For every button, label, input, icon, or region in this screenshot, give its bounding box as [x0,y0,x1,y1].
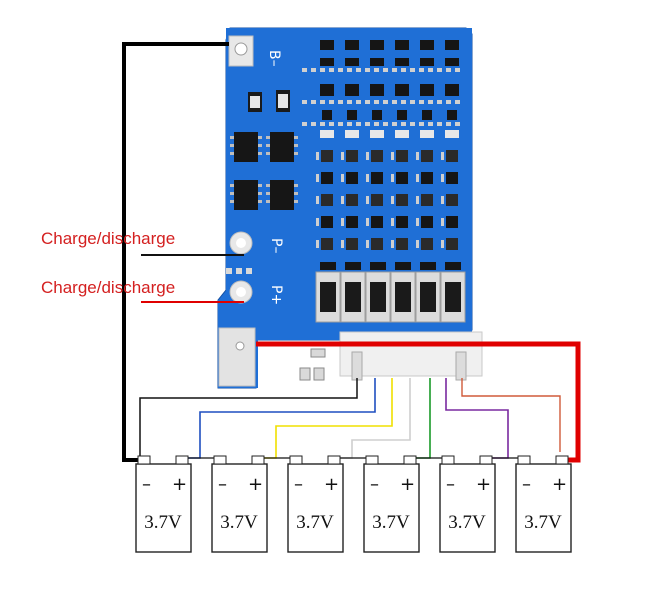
cell-voltage-label: 3.7V [296,512,334,533]
cell-voltage-label: 3.7V [144,512,182,533]
wire-balance-orange [461,378,561,452]
cell-voltage-label: 3.7V [448,512,486,533]
charge-discharge-label-negative: Charge/discharge [41,229,175,248]
battery-cell: –+3.7V [211,455,268,553]
battery-cell: –+3.7V [439,455,496,553]
cell-minus-sign: – [370,474,379,495]
wire-balance-yellow [262,378,393,459]
battery-cell: –+3.7V [363,455,420,553]
wire-balance-blue [185,378,376,459]
cell-plus-sign: + [324,474,339,495]
cell-plus-sign: + [476,474,491,495]
mosfet-chips [234,132,294,210]
cell-minus-sign: – [522,474,531,495]
cell-minus-sign: – [294,474,303,495]
cell-plus-sign: + [552,474,567,495]
wire-balance-green [414,378,431,459]
wires [122,42,581,463]
cell-plus-sign: + [400,474,415,495]
wire-balance-black [139,378,358,460]
shunt-resistors [315,271,466,323]
cell-plus-sign: + [172,474,187,495]
cell-minus-sign: – [142,474,151,495]
wire-balance-purple [445,378,509,459]
cell-voltage-label: 3.7V [220,512,258,533]
wire-balance-white [338,378,411,459]
p-plus-label: P+ [268,285,284,305]
battery-cell: –+3.7V [287,455,344,553]
bms-board: B– P– P+ B+ T [217,27,483,389]
charge-discharge-label-positive: Charge/discharge [41,278,175,297]
b-plus-label: B+ [260,348,276,369]
battery-cell: –+3.7V [135,455,192,553]
battery-cells: –+3.7V–+3.7V–+3.7V–+3.7V–+3.7V–+3.7V [135,455,572,553]
component-grid [302,40,461,270]
wire-b-plus-main [256,341,581,463]
cell-voltage-label: 3.7V [372,512,410,533]
p-minus-label: P– [268,238,284,253]
b-plus-pad [218,327,256,387]
b-minus-label: B– [266,50,282,67]
wire-b-minus-main [122,42,229,462]
cell-voltage-label: 3.7V [524,512,562,533]
battery-cell: –+3.7V [515,455,572,553]
cell-minus-sign: – [446,474,455,495]
cell-minus-sign: – [218,474,227,495]
t-label: T [292,372,300,383]
cell-plus-sign: + [248,474,263,495]
